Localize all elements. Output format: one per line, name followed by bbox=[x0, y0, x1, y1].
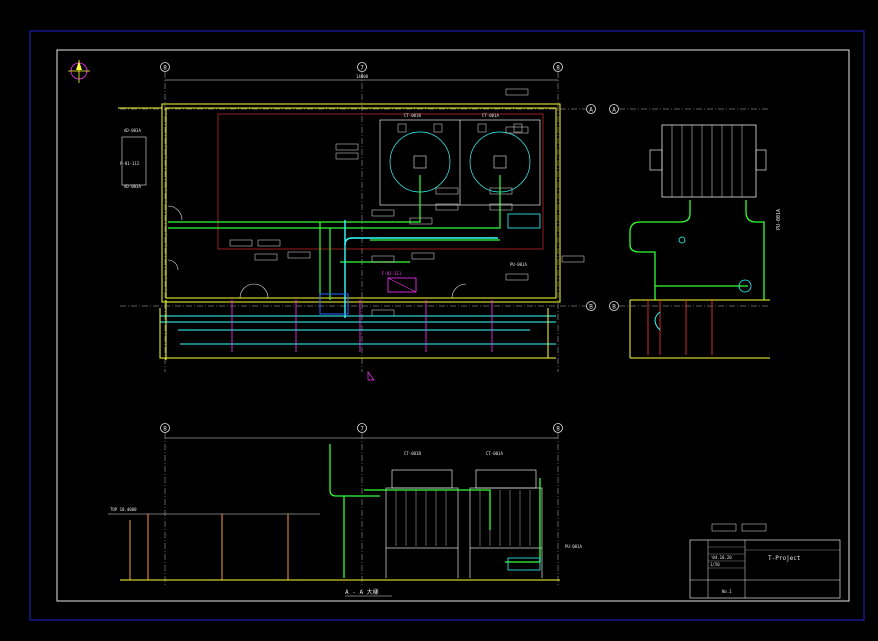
plan-pump bbox=[507, 213, 541, 229]
grid-bubble-col-1: 8 bbox=[163, 65, 167, 72]
section-level-label: TOP 10.4000 bbox=[110, 507, 137, 512]
grid-bubble-row-a: A bbox=[589, 107, 593, 114]
drawing-frame bbox=[56, 49, 850, 602]
section-tower-label-2: CT-001A bbox=[486, 451, 503, 456]
sheet-border bbox=[29, 30, 865, 621]
title-block: '04.10.20 1/50 T-Project No.1 bbox=[689, 523, 841, 599]
grid-bubble-col-2: 7 bbox=[360, 65, 364, 72]
section-bubble-col-3: 8 bbox=[556, 426, 560, 433]
north-arrow-icon bbox=[68, 60, 90, 83]
section-pump bbox=[507, 557, 541, 571]
plan-pump-label: PU-001A bbox=[510, 262, 527, 267]
section-bubble-col-2: 7 bbox=[360, 426, 364, 433]
side-elevation: A B PU-001A bbox=[609, 104, 782, 359]
grid-bubble-col-3: 8 bbox=[556, 65, 560, 72]
plan-filter-label: F-01-111 bbox=[382, 271, 402, 276]
plan-panel-label-2: P-01-112 bbox=[120, 161, 140, 166]
side-bubble-row-b: B bbox=[612, 304, 616, 311]
title-project-name: T-Project bbox=[768, 555, 801, 562]
side-pump bbox=[738, 279, 752, 293]
plan-panel-label-3: AD-003A bbox=[124, 184, 141, 189]
title-scale: 1/50 bbox=[710, 562, 720, 567]
title-sheet-no: No.1 bbox=[722, 589, 732, 594]
side-pump-label: PU-001A bbox=[776, 209, 782, 230]
plan-panel-label-1: AD-003A bbox=[124, 128, 141, 133]
side-bubble-row-a: A bbox=[612, 107, 616, 114]
plan-total-dimension: 14000 bbox=[356, 74, 369, 79]
section-tower-label-1: CT-001B bbox=[404, 451, 421, 456]
grid-bubble-row-b: B bbox=[589, 304, 593, 311]
plan-tower-label-1: CT-001B bbox=[404, 113, 421, 118]
section-title: A - A 大樣 bbox=[345, 588, 379, 596]
section-bubble-col-1: 8 bbox=[163, 426, 167, 433]
section-a-a: 8 7 8 TOP 10.4000 bbox=[108, 423, 582, 597]
title-date: '04.10.20 bbox=[710, 555, 732, 560]
plan-view: 8 7 8 14000 A B CT-001 bbox=[118, 62, 596, 381]
plan-tower-label-2: CT-001A bbox=[482, 113, 499, 118]
section-pump-label: PU-001A bbox=[565, 544, 582, 549]
